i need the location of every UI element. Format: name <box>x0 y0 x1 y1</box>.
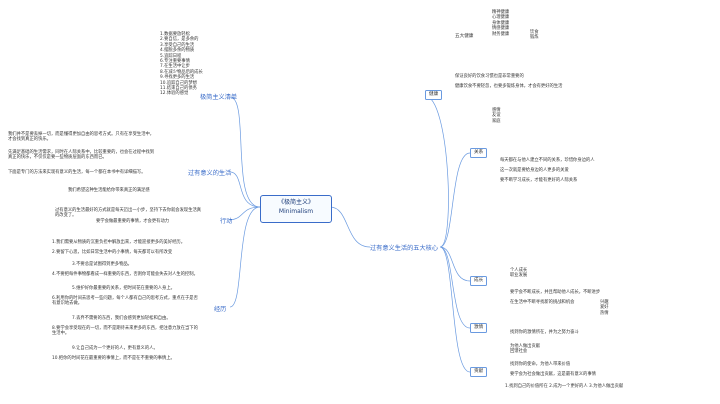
list-item: 3.享受自己的生活 <box>160 42 195 48</box>
list-item: 9.寻找更多的生活 <box>160 75 195 81</box>
meaningful-life-note: 下面是专门的方法来实现有意义的生活，每一个都在本书中有详细描写。 <box>8 170 146 175</box>
health-note: 保证良好的饮食习惯也是非常重要的 <box>455 74 524 79</box>
list-item: 7.在生活中让步 <box>160 64 190 70</box>
action-note: 过有意义的生活最好的方式就是每天迈出一小步，坚持下去你就会发现生活真的改变了。 <box>55 208 202 219</box>
experience-note: 10.把你的时间花在最重要的事情上，而不是在不重要的事情上。 <box>52 356 175 361</box>
growth-note: 在生活中不断寻找新的挑战和机会 <box>510 300 575 305</box>
relationship-note: 要不断学习成长，才能有更好的人际关系 <box>500 178 578 183</box>
section-contribution[interactable]: 贡献 <box>470 367 488 377</box>
experience-note: 7.丢弃不需要的东西，我们会感到更加轻松和自由。 <box>72 316 171 321</box>
branch-action[interactable]: 行动 <box>220 218 233 225</box>
health-item: 情感健康 <box>492 26 510 32</box>
bottom-item: 1.找到自己的价值所在 <box>505 384 548 389</box>
experience-note: 6.利用你的时间去思考一些问题，每个人都有自己的思考方式，重点在于是否有意识地去… <box>52 296 198 307</box>
experience-note: 3.不要总是试图得到更多物品。 <box>72 262 132 267</box>
experience-note: 8.要学会享受现在的一切，而不是期待未来更多的东西，把注意力放在当下的生活中。 <box>52 326 198 337</box>
health-item: 财务健康 <box>492 31 510 37</box>
experience-note: 4.不要把每件事物都看成一样重要的东西，否则你可能会失去对人生的控制。 <box>52 272 198 277</box>
health-sub-item: 锻炼 <box>530 35 539 41</box>
branch-five-cores[interactable]: 过有意义生活的五大核心 <box>370 245 439 252</box>
bottom-items: 1.找到自己的价值所在 2.成为一个更好的人 3.为他人做出贡献 <box>505 384 623 389</box>
experience-note: 1.我们需要从物质的沉重负担中解放出来，才能迎接更多的美好经历。 <box>52 240 186 245</box>
action-note: 要学会做最重要的事情，才会更有动力 <box>96 219 170 224</box>
health-item: 精神健康 <box>492 10 510 15</box>
meaningful-life-note: 我们希望这种生活能给你带来真正的满足感 <box>68 188 150 193</box>
central-topic-title: 《极简主义》 <box>277 199 314 206</box>
relationship-items: 感情 友谊 家庭 <box>492 108 501 124</box>
list-item: 1.数据要放轻松 <box>160 32 190 37</box>
list-item: 4.摆脱多余的物质 <box>160 48 195 54</box>
health-item: 心理健康 <box>492 15 510 21</box>
meaningful-life-note: 我们并不是要丢掉一切，而是懂得更加自由的思考方式。只有在享受生活中，才会找到真正… <box>8 132 155 143</box>
section-relationships[interactable]: 关系 <box>470 148 488 158</box>
health-sub: 饮食 锻炼 <box>530 30 539 41</box>
meaningful-life-note: 先满足基础的生活需求，同时在人际关系中，比较重要的，也会在过程中找到真正的快乐，… <box>8 150 155 161</box>
contribution-note: 要学会为社会做出贡献，这是最有意义的事情 <box>510 372 596 377</box>
list-item: 12.体验的感觉 <box>160 91 189 97</box>
contribution-items: 为他人做出贡献 回馈社会 <box>510 344 540 355</box>
passion-item: 爱好 <box>600 305 609 311</box>
experience-note: 9.让自己成为一个更好的人，更有意义的人。 <box>72 346 158 351</box>
branch-list[interactable]: 极简主义清单 <box>200 94 238 101</box>
relationship-item: 家庭 <box>492 118 501 124</box>
branch-experience[interactable]: 经历 <box>214 306 227 313</box>
list-item: 8.在减少物品后的成长 <box>160 69 203 75</box>
relationship-item: 友谊 <box>492 113 501 119</box>
passion-item: 兴趣 <box>600 300 609 305</box>
relationship-item: 感情 <box>492 108 501 113</box>
relationship-note: 每天都在与他人建立不同的关系，珍惜你身边的人 <box>500 158 595 163</box>
experience-note: 5.维护好你最重要的关系，把时间花在重要的人身上。 <box>72 286 175 291</box>
relationship-note: 这一次就是要给身边的人更多的关爱 <box>500 168 569 173</box>
experience-note: 2.要留下心思，比如日常生活中的小事情，每天都可以有所改变 <box>52 250 173 255</box>
passion-items: 兴趣 爱好 热情 <box>600 300 609 316</box>
growth-note: 要学会不断成长，并且帮助他人成长，不断进步 <box>510 290 601 295</box>
section-growth[interactable]: 成长 <box>470 276 488 286</box>
list-item: 6.专注重要事情 <box>160 59 190 65</box>
contribution-item: 回馈社会 <box>510 349 528 355</box>
health-sub-item: 饮食 <box>530 30 539 35</box>
central-topic-subtitle: Minimalism <box>278 208 314 215</box>
bottom-item: 3.为他人做出贡献 <box>589 384 624 389</box>
contribution-item: 为他人做出贡献 <box>510 344 541 349</box>
branch-meaningful-life[interactable]: 过有意义的生活 <box>188 170 232 177</box>
section-passion[interactable]: 激情 <box>470 323 488 333</box>
bottom-item: 2.成为一个更好的人 <box>549 384 588 389</box>
growth-items: 个人成长 职业发展 <box>510 268 527 279</box>
list-items: 1.数据要放轻松 2.要自信，是多余的 3.享受自己的生活 4.摆脱多余的物质 … <box>160 32 203 97</box>
central-topic[interactable]: 《极简主义》 Minimalism <box>260 195 332 223</box>
health-note: 健康饮食不要轻忽，也要多锻炼身体，才会有更好的生活 <box>455 84 563 89</box>
health-group: 五大健康 <box>455 34 474 39</box>
section-health[interactable]: 健康 <box>425 90 443 100</box>
contribution-note: 找到你的使命，为他人带来价值 <box>510 362 571 367</box>
health-items: 精神健康 心理健康 身体健康 情感健康 财务健康 <box>492 10 509 37</box>
list-item: 10.追踪自己的梦想 <box>160 80 197 86</box>
passion-note: 找到你的激情所在，并为之努力奋斗 <box>510 330 579 335</box>
health-item: 身体健康 <box>492 20 510 26</box>
passion-item: 热情 <box>600 310 609 316</box>
list-item: 11.结束自己的债务 <box>160 86 197 92</box>
growth-item: 个人成长 <box>510 268 528 273</box>
growth-item: 职业发展 <box>510 273 528 279</box>
list-item: 2.要自信，是多余的 <box>160 37 199 43</box>
list-item: 5.追踪日程 <box>160 53 182 59</box>
